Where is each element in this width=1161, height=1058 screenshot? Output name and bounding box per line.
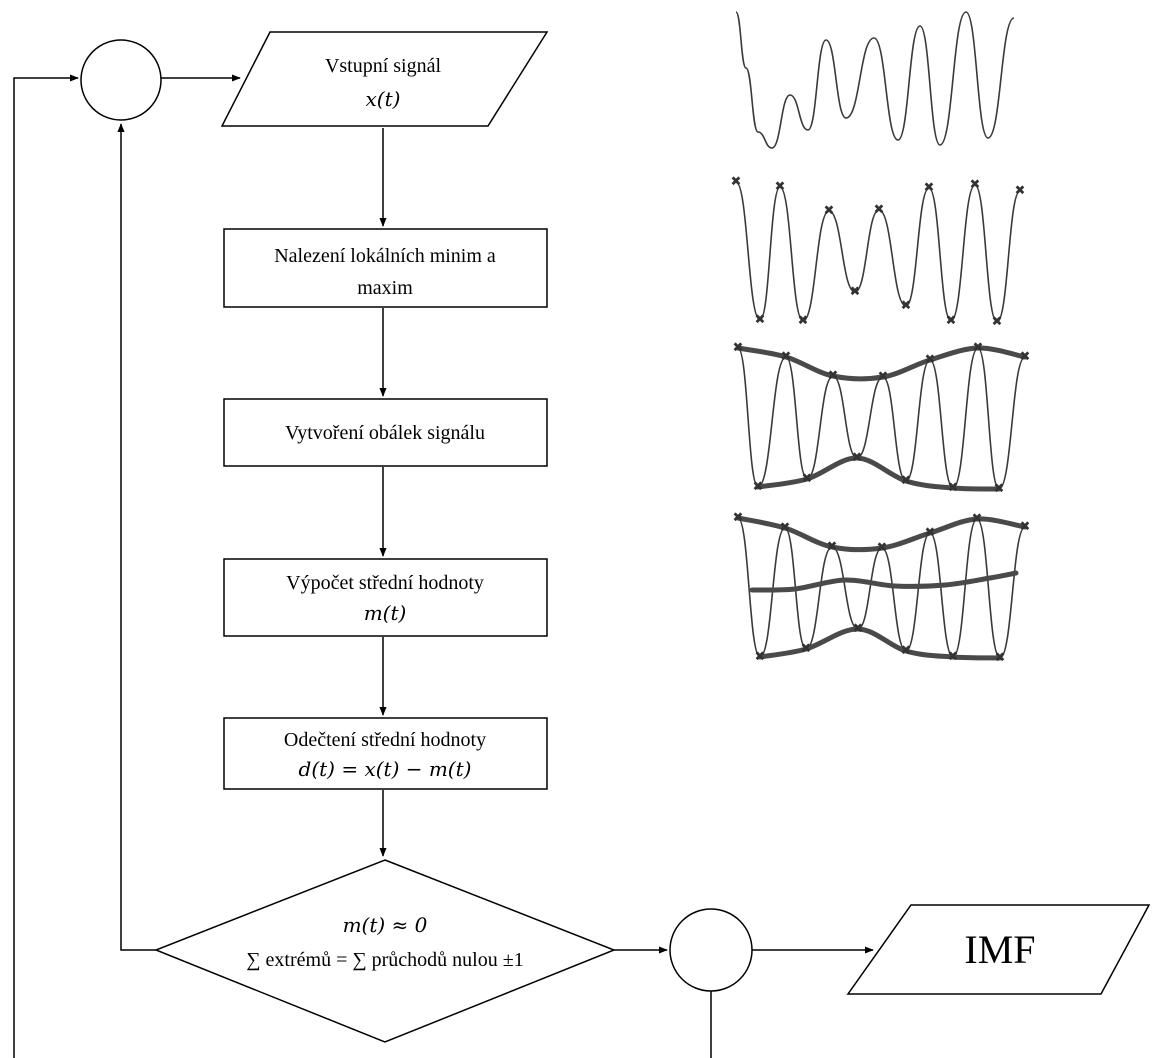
- step-find-extrema: Nalezení lokálních minim a maxim: [223, 228, 548, 308]
- step-find-extrema-label-1: Nalezení lokálních minim a: [274, 245, 496, 267]
- mean-extremum-marker: ✖: [733, 511, 744, 526]
- lower-envelope: [755, 455, 1002, 492]
- step-find-extrema-label-2: maxim: [357, 277, 413, 299]
- mean-extremum-marker: ✖: [1020, 520, 1031, 535]
- mean-extremum-marker: ✖: [995, 651, 1006, 666]
- step-mean: Výpočet střední hodnoty m(t): [223, 558, 548, 637]
- envelope-extremum-marker: ✖: [852, 451, 863, 466]
- extrema-extremum-marker: ✖: [946, 314, 957, 329]
- extrema-extremum-marker: ✖: [1015, 184, 1026, 199]
- mean-extremum-marker: ✖: [877, 541, 888, 556]
- envelope-extremum-marker: ✖: [828, 369, 839, 384]
- raw-signal-wave: [735, 11, 1015, 149]
- extrema-extremum-marker: ✖: [775, 180, 786, 195]
- envelope-extremum-marker: ✖: [994, 482, 1005, 497]
- mean-extremum-marker: ✖: [948, 650, 959, 665]
- envelope-extremum-marker: ✖: [733, 341, 744, 356]
- step-envelopes: Vytvoření obálek signálu: [223, 398, 548, 467]
- extrema-extremum-marker: ✖: [824, 204, 835, 219]
- illustration-envelopes: ✖ ✖ ✖ ✖ ✖ ✖ ✖ ✖ ✖ ✖ ✖ ✖ ✖: [733, 341, 1031, 497]
- input-node: Vstupní signál x(t): [220, 31, 549, 127]
- envelope-extremum-marker: ✖: [901, 474, 912, 489]
- junction-bottom: [669, 908, 753, 992]
- extrema-extremum-marker: ✖: [798, 314, 809, 329]
- step-mean-label: Výpočet střední hodnoty: [286, 572, 484, 594]
- illustration-raw-signal: [735, 11, 1015, 149]
- envelope-extremum-marker: ✖: [781, 350, 792, 365]
- edge-loop-to-sum: [13, 74, 79, 1058]
- signal-illustrations: ✖✖✖✖✖✖✖✖✖✖✖✖✖ ✖✖✖✖✖✖✖✖✖✖✖✖✖ ✖✖✖✖✖✖✖✖✖✖✖✖…: [731, 11, 1031, 666]
- extrema-extremum-marker: ✖: [874, 203, 885, 218]
- extrema-extremum-marker: ✖: [850, 285, 861, 300]
- mean-extremum-marker: ✖: [827, 540, 838, 555]
- step-subtract: Odečtení střední hodnoty d(t) = x(t) − m…: [223, 717, 548, 790]
- envelope-extremum-marker: ✖: [1020, 350, 1031, 365]
- decision-condition-1: m(t) ≈ 0: [343, 913, 428, 937]
- mean-extremum-marker: ✖: [925, 526, 936, 541]
- sum-junction-top: [80, 39, 162, 121]
- mean-envelope: [749, 570, 1019, 593]
- step-envelopes-label: Vytvoření obálek signálu: [285, 422, 485, 444]
- mean-extremum-marker: ✖: [901, 644, 912, 659]
- mean-extremum-marker: ✖: [972, 512, 983, 527]
- extrema-extremum-marker: ✖: [901, 299, 912, 314]
- envelope-extremum-marker: ✖: [753, 480, 764, 495]
- output-imf-node: IMF: [846, 904, 1151, 995]
- output-imf-label: IMF: [964, 927, 1035, 972]
- illustration-mean: ✖ ✖ ✖ ✖ ✖ ✖ ✖ ✖ ✖ ✖ ✖ ✖ ✖: [733, 511, 1031, 666]
- step-mean-symbol: m(t): [364, 601, 407, 625]
- mean-extremum-marker: ✖: [853, 622, 864, 637]
- upper-envelope: [735, 345, 1028, 382]
- upper-envelope-2: [735, 515, 1028, 553]
- extrema-extremum-marker: ✖: [924, 181, 935, 196]
- mean-extremum-marker: ✖: [755, 650, 766, 665]
- extrema-extremum-marker: ✖: [755, 313, 766, 328]
- decision-condition-2: ∑ extrémů = ∑ průchodů nulou ±1: [246, 949, 523, 971]
- envelope-extremum-marker: ✖: [973, 341, 984, 356]
- input-symbol: x(t): [366, 87, 401, 111]
- envelope-extremum-marker: ✖: [802, 472, 813, 487]
- step-subtract-formula: d(t) = x(t) − m(t): [299, 757, 472, 781]
- envelope-extremum-marker: ✖: [925, 353, 936, 368]
- illustration-extrema: ✖ ✖ ✖ ✖ ✖ ✖ ✖ ✖ ✖ ✖ ✖ ✖ ✖: [731, 175, 1026, 330]
- extrema-extremum-marker: ✖: [992, 315, 1003, 330]
- extrema-signal-wave: [735, 181, 1021, 323]
- envelope-extremum-marker: ✖: [878, 370, 889, 385]
- mean-extremum-marker: ✖: [780, 521, 791, 536]
- connectors: [13, 74, 874, 1058]
- envelope-extremum-marker: ✖: [948, 481, 959, 496]
- extrema-extremum-marker: ✖: [970, 178, 981, 193]
- step-subtract-label: Odečtení střední hodnoty: [284, 729, 486, 751]
- mean-extremum-marker: ✖: [801, 642, 812, 657]
- lower-envelope-2: [757, 626, 1003, 661]
- edge-decision-no-to-sum: [117, 123, 156, 951]
- input-label: Vstupní signál: [325, 55, 442, 77]
- decision-node: m(t) ≈ 0 ∑ extrémů = ∑ průchodů nulou ±1: [153, 859, 617, 1043]
- extrema-extremum-marker: ✖: [731, 175, 742, 190]
